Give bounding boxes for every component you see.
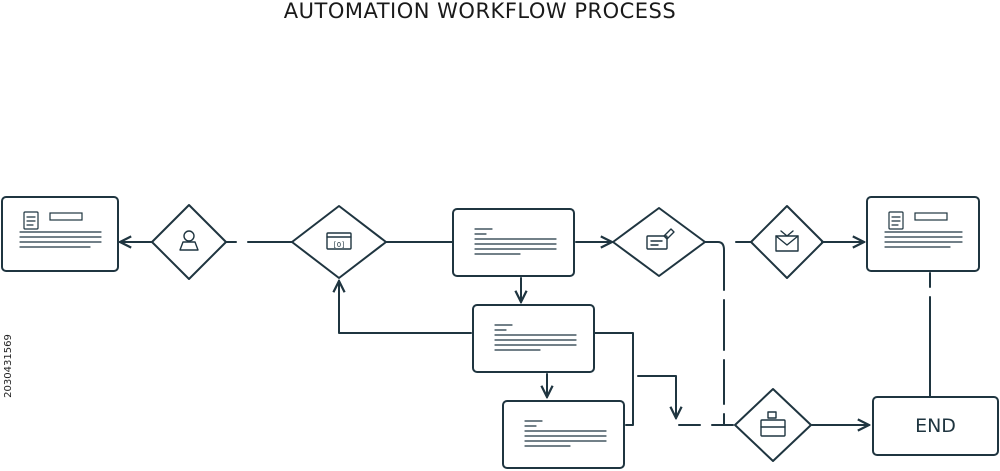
process-box-left: [1, 196, 119, 272]
document-icon: [888, 211, 904, 230]
end-box: [872, 396, 999, 456]
decision-diamond-4: [750, 205, 824, 279]
process-box-middle: [472, 304, 595, 373]
decision-diamond-5: [734, 388, 812, 462]
svg-text:[O]: [O]: [333, 241, 346, 249]
diagram-title: AUTOMATION WORKFLOW PROCESS: [283, 0, 677, 23]
connector-diamond3-down: [704, 241, 725, 426]
process-box-bottom: [502, 400, 625, 469]
end-label: END: [915, 415, 956, 437]
decision-diamond-2: [291, 205, 387, 279]
process-box-right: [866, 196, 980, 272]
connector-box-mid-to-diamond2: [339, 281, 472, 334]
user-icon: [179, 230, 199, 251]
decision-diamond-3: [612, 207, 706, 277]
process-box-top: [452, 208, 575, 277]
connector-box-mid-to-diamond5: [637, 375, 676, 418]
box-left-header-bar: [49, 212, 83, 221]
decision-diamond-1: [151, 204, 227, 280]
document-icon: [23, 211, 39, 230]
envelope-icon: [775, 230, 799, 252]
connector-box-mid-right-loop: [594, 332, 634, 426]
box-right-header-bar: [914, 212, 948, 221]
briefcase-icon: [760, 411, 786, 437]
message-edit-icon: [646, 228, 675, 250]
browser-window-icon: [O]: [326, 232, 352, 250]
